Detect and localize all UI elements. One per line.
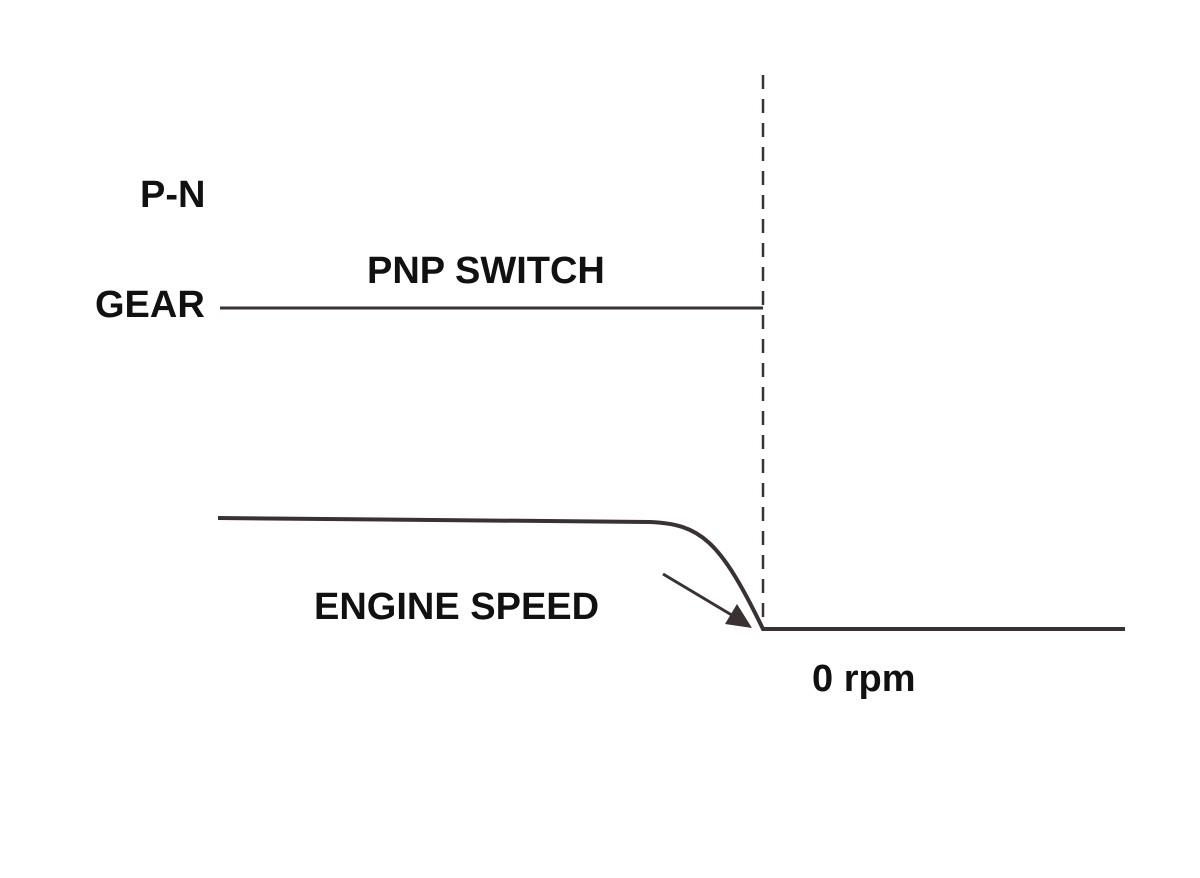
arrow-icon [662, 572, 752, 628]
engine-speed-curve [217, 516, 1125, 631]
engine-speed-label: ENGINE SPEED [314, 586, 599, 628]
gear-label: GEAR [95, 284, 205, 326]
pnp-switch-label: PNP SWITCH [367, 250, 605, 292]
zero-rpm-label: 0 rpm [812, 658, 915, 700]
pn-label: P-N [140, 174, 205, 216]
